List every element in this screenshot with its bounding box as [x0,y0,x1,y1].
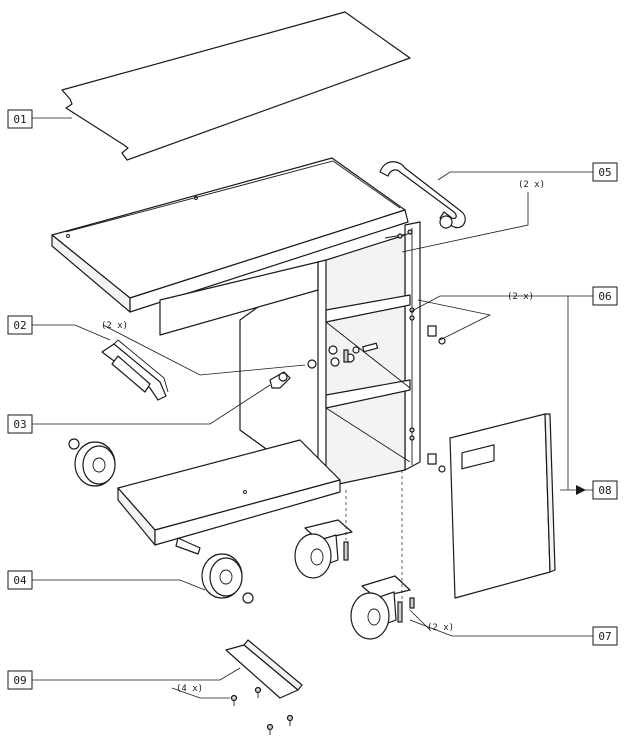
push-handle [379,161,466,239]
mounting-bracket [225,639,303,735]
qty-label-02: (2 x) [101,321,128,331]
base-tray [117,439,341,555]
svg-text:09: 09 [13,674,26,687]
cart-cabinet-body [159,234,415,491]
assembly-guide-lines [345,470,403,600]
svg-text:05: 05 [598,166,611,179]
qty-label-09: (4 x) [176,684,203,694]
svg-text:03: 03 [13,418,26,431]
callout-05: 05 [592,162,618,182]
arrow-head-08 [576,485,586,495]
front-wheel-left [68,438,116,487]
svg-text:06: 06 [598,290,611,303]
cart-top-panel [51,157,409,313]
cabinet-door-panel [449,413,556,599]
svg-text:04: 04 [13,574,27,587]
qty-label-06: (2 x) [507,292,534,302]
front-wheel-right [201,553,254,604]
swivel-caster-front [350,575,415,640]
cabinet-hardware [269,325,446,473]
qty-label-07: (2 x) [427,623,454,633]
swivel-caster-rear [294,519,353,579]
svg-text:02: 02 [13,319,26,332]
callout-02: 02 [7,315,33,335]
callout-08: 08 [592,480,618,500]
callout-04: 04 [7,570,33,590]
cart-side-panel [404,221,421,471]
callout-03: 03 [7,414,33,434]
svg-text:07: 07 [598,630,611,643]
svg-text:08: 08 [598,484,611,497]
callout-09: 09 [7,670,33,690]
svg-text:01: 01 [13,113,26,126]
callout-07: 07 [592,626,618,646]
top-cover-sheet [61,11,411,161]
leader-lines [32,117,593,699]
side-handle-bracket [101,339,169,401]
callout-01: 01 [7,109,33,129]
qty-label-05: (2 x) [518,180,545,190]
callout-06: 06 [592,286,618,306]
